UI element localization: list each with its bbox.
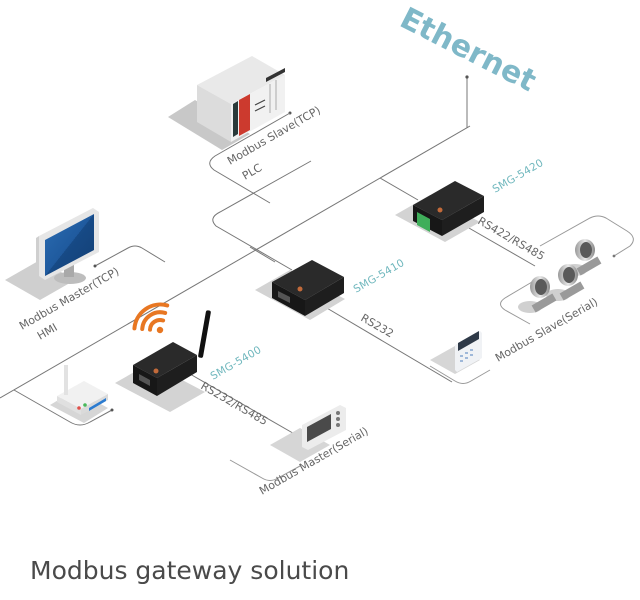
keypad-key (470, 354, 473, 356)
hmi-monitor (5, 208, 99, 300)
smg5400-antenna (198, 310, 211, 358)
plc-module-dark (233, 101, 238, 137)
keypad-bracket (429, 365, 491, 384)
serial-slaves-bracket-left (500, 281, 533, 325)
serial-master-bracket (229, 459, 301, 481)
router-device (50, 365, 108, 423)
hmi-branch-dot (93, 264, 97, 268)
smg5410-side (305, 277, 344, 316)
hmi-stand-base (54, 272, 86, 284)
smg5420-top (413, 181, 484, 220)
smg5410-db9-port (278, 291, 290, 303)
serial-master-button (336, 411, 340, 415)
hmi-type-label: HMI (35, 321, 60, 343)
smg5410-interface-label: RS232 (359, 311, 396, 340)
smg5400-logo (153, 368, 159, 374)
hmi-screen (45, 214, 94, 276)
ethernet-backbone (0, 125, 471, 399)
keypad-key (460, 355, 463, 357)
serial-master-button (336, 423, 340, 427)
keypad-key (460, 360, 463, 362)
ethernet-drop-dot (465, 75, 469, 79)
serial-slaves-group (518, 239, 602, 313)
rs232-line (319, 303, 453, 383)
wifi-arc-2 (140, 310, 168, 332)
smg5420-terminal-block (417, 212, 430, 232)
wifi-dot (156, 326, 164, 334)
flow-meter-pipe (576, 256, 602, 276)
smg5400-gateway (115, 310, 211, 412)
wifi-arc-1 (148, 318, 166, 332)
router-link-dot (110, 408, 114, 412)
smg5420-branch-line (379, 177, 419, 201)
smg5420-logo (437, 207, 443, 213)
serial-master-button (336, 417, 340, 421)
plc-label-bracket (209, 112, 291, 204)
plc-slot (254, 99, 266, 106)
diagram-title: Modbus gateway solution (30, 556, 350, 585)
flow-meter-pipe (559, 281, 585, 301)
plc-slot (254, 105, 266, 112)
router-led-green (83, 403, 87, 407)
smg5420-side (442, 196, 484, 236)
smg5410-gateway (255, 260, 345, 320)
hmi-label-bracket (94, 245, 166, 267)
flow-meter-pipe (531, 293, 557, 313)
hmi-bezel-side (36, 236, 39, 276)
router-antenna (64, 365, 68, 395)
plc-type-label: PLC (240, 161, 264, 183)
smg5410-top (272, 260, 344, 300)
keypad-key (470, 349, 473, 351)
keypad-key (465, 357, 468, 359)
plc-device (168, 56, 285, 150)
smg5420-gateway (395, 181, 484, 242)
serial-master-screen (307, 414, 331, 442)
smg5420-model-label: SMG-5420 (491, 157, 546, 196)
router-side (81, 394, 108, 415)
smg5400-db9-port (139, 374, 150, 386)
serial-slaves-bracket-dot (612, 254, 616, 258)
plc-branch-line (212, 160, 312, 271)
plc-top-strip (266, 68, 285, 82)
smg5420-interface-label: RS422/RS485 (476, 214, 547, 263)
plc-red-module (239, 94, 250, 136)
ethernet-label: Ethernet (394, 1, 541, 99)
flow-meter-face (580, 242, 592, 258)
wifi-arc-3 (132, 302, 170, 331)
router-link-line (13, 389, 113, 426)
smg5400-model-label: SMG-5400 (209, 344, 264, 383)
router-front (57, 396, 81, 415)
flow-meter-face (535, 279, 547, 295)
router-led-red (77, 406, 81, 410)
wifi-signal-icon (132, 302, 170, 334)
keypad-screen (458, 331, 479, 351)
smg5400-top (133, 342, 197, 378)
serial-master-panel (270, 405, 346, 462)
plc-front (197, 85, 231, 142)
serial-slaves-bracket (539, 215, 634, 257)
keypad-key (465, 352, 468, 354)
flow-meter (518, 276, 557, 313)
rs232-rs485-line (189, 373, 299, 437)
smg5400-side (157, 355, 197, 396)
plc-top (197, 56, 285, 104)
router-top (57, 381, 108, 409)
keypad-keys (460, 349, 473, 362)
flow-meter-face (563, 267, 575, 283)
smg5410-logo (297, 286, 303, 292)
smg5400-interface-label: RS232/RS485 (199, 379, 270, 428)
hmi-stand-neck (64, 265, 74, 277)
smg5410-branch-line (249, 246, 276, 263)
router-ports (89, 398, 106, 411)
keypad-device (430, 331, 482, 374)
smg5410-model-label: SMG-5410 (352, 257, 407, 296)
